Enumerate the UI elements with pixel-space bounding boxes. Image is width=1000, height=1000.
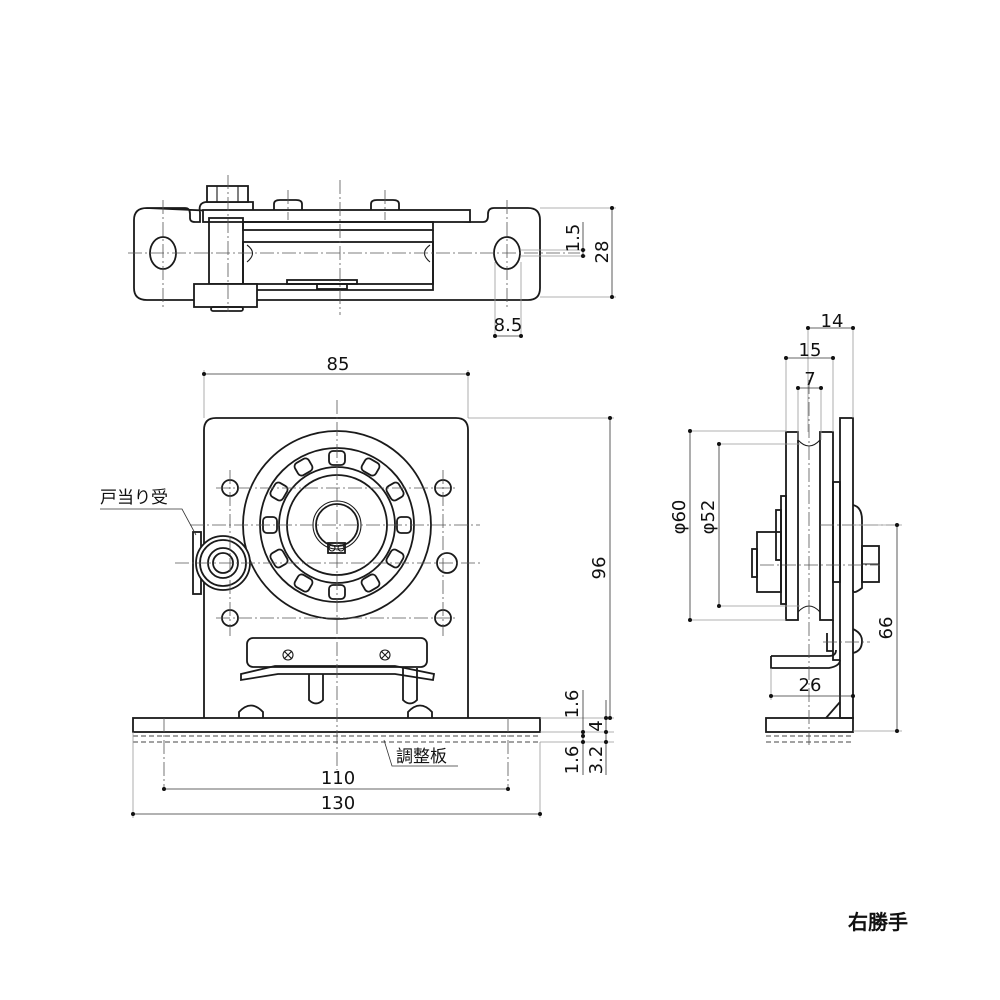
dim-hole-pitch: 110 xyxy=(321,768,355,789)
side-view: 14 15 7 φ60 φ52 66 26 xyxy=(669,311,902,745)
wheel-pocket xyxy=(269,548,289,569)
dim-gap: 4 xyxy=(586,720,607,731)
dim-side-14: 14 xyxy=(821,311,844,332)
dim-plate-height: 96 xyxy=(589,557,610,580)
dim-axle-height: 66 xyxy=(876,617,897,640)
wheel-pockets xyxy=(262,450,412,600)
wheel-pocket xyxy=(360,457,381,477)
dim-groove-7: 7 xyxy=(804,369,815,390)
drawing-title: 右勝手 xyxy=(848,910,908,934)
dim-top-offset: 1.5 xyxy=(563,224,584,253)
wheel-pocket xyxy=(293,573,314,593)
dim-adjust-thickness: 1.6 xyxy=(562,746,583,775)
dim-plate-width: 85 xyxy=(327,354,350,375)
dim-side-15: 15 xyxy=(799,340,822,361)
dim-adjust-total: 3.2 xyxy=(586,746,607,775)
dim-top-height: 28 xyxy=(592,241,613,264)
dim-wheel-outer: φ60 xyxy=(669,500,690,535)
dim-base-thickness: 1.6 xyxy=(562,690,583,719)
top-view: 28 1.5 8.5 xyxy=(128,175,616,338)
wheel-pocket xyxy=(385,548,405,569)
front-view: 85 96 110 130 1.6 4 1.6 3.2 戸当り受 調整板 xyxy=(100,354,614,818)
dim-base-depth: 26 xyxy=(799,675,822,696)
label-adjustment-plate: 調整板 xyxy=(396,747,447,767)
dim-wheel-inner: φ52 xyxy=(698,500,719,535)
label-door-stop-receiver: 戸当り受 xyxy=(100,488,168,508)
wheel-pocket xyxy=(293,457,314,477)
wheel-pocket xyxy=(360,573,381,593)
dim-base-width: 130 xyxy=(321,793,355,814)
dim-top-hole-width: 8.5 xyxy=(494,315,523,336)
